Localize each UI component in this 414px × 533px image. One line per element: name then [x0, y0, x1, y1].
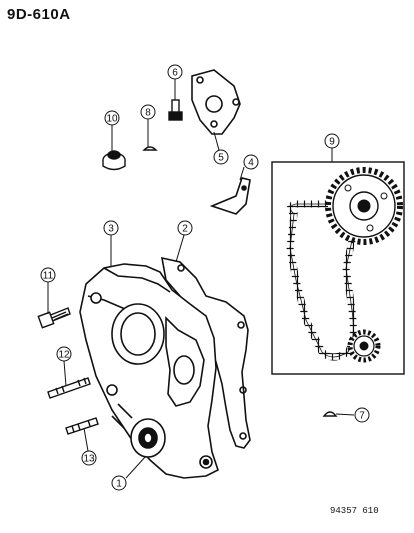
bolt-part-6: [168, 99, 183, 121]
callout-13: 13: [81, 450, 97, 466]
callout-9: 9: [324, 133, 340, 149]
callout-3: 3: [103, 220, 119, 236]
woodruff-key-part-8: [142, 146, 158, 151]
callout-10-label: 10: [106, 114, 118, 125]
callout-10: 10: [104, 110, 120, 126]
callout-1: 1: [111, 475, 127, 491]
callout-5-label: 5: [218, 153, 224, 164]
timing-chain-outline: [289, 203, 359, 358]
callout-11: 11: [40, 267, 56, 283]
bolt-part-11: [37, 307, 71, 329]
page-title: 9D-610A: [7, 6, 71, 23]
callout-5: 5: [213, 149, 229, 165]
nut-washer-part-10: [102, 150, 126, 171]
timing-chain-cover: [79, 263, 219, 479]
camshaft-sprocket: [325, 167, 403, 245]
callout-2-label: 2: [182, 224, 188, 235]
stud-part-12: [47, 377, 91, 399]
part-9-group-box: [271, 161, 405, 375]
callout-6-label: 6: [172, 68, 178, 79]
callout-3-label: 3: [108, 224, 114, 235]
callout-9-label: 9: [329, 137, 335, 148]
callout-12-label: 12: [58, 350, 70, 361]
callout-13-label: 13: [83, 454, 95, 465]
callout-7-label: 7: [359, 411, 365, 422]
callout-12: 12: [56, 346, 72, 362]
stud-part-13: [65, 417, 99, 435]
callout-1-label: 1: [116, 479, 122, 490]
callout-6: 6: [167, 64, 183, 80]
callout-4-label: 4: [248, 158, 254, 169]
callout-7: 7: [354, 407, 370, 423]
callout-8-label: 8: [145, 108, 151, 119]
callout-4: 4: [243, 154, 259, 170]
callout-11-label: 11: [43, 271, 54, 282]
key-part-7: [322, 411, 338, 417]
callout-2: 2: [177, 220, 193, 236]
callout-8: 8: [140, 104, 156, 120]
reference-code: 94357 610: [330, 506, 379, 516]
mounting-plate: [191, 69, 241, 135]
crankshaft-sprocket: [347, 329, 381, 363]
bracket-part-4: [209, 177, 251, 215]
leader-lines: [47, 79, 355, 479]
